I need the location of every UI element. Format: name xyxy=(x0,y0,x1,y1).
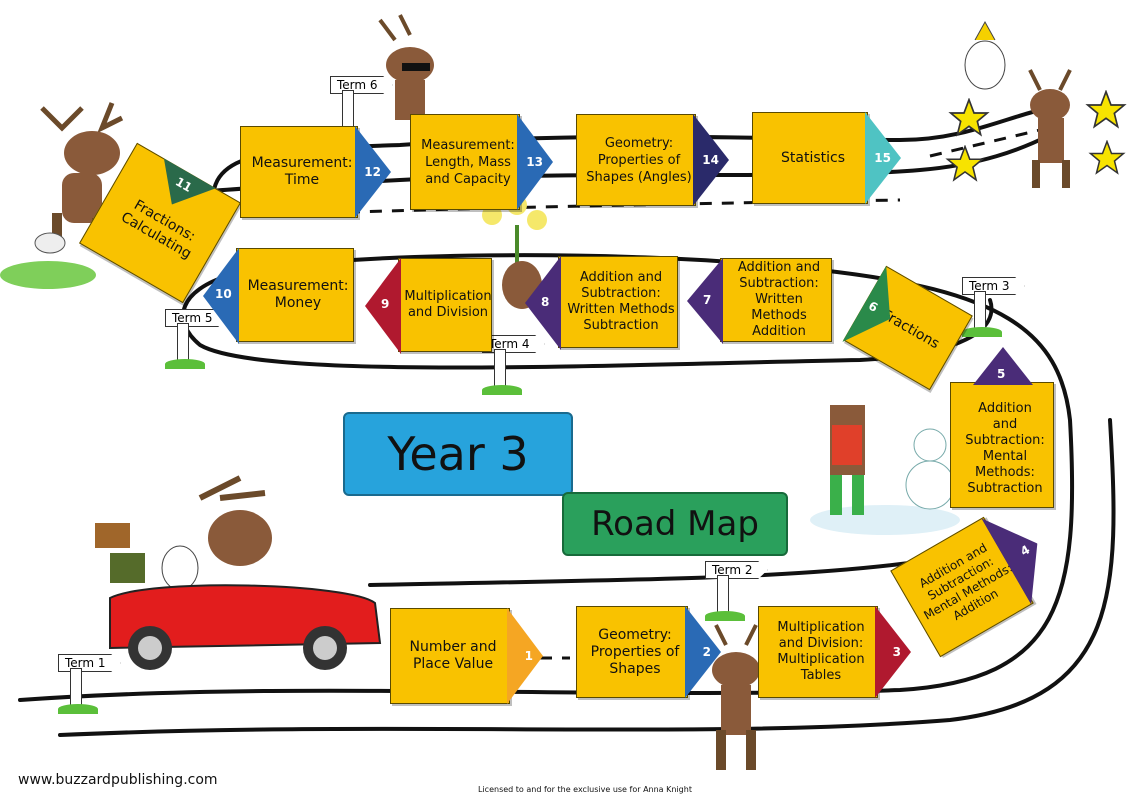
unit-12: Measurement:Time 12 xyxy=(240,126,391,218)
publisher-url: www.buzzardpublishing.com xyxy=(18,772,218,788)
term-sign-label: Term 4 xyxy=(482,335,545,353)
star-icon xyxy=(1085,90,1127,129)
unit-label: Shapes xyxy=(609,660,661,677)
term-sign-label: Term 5 xyxy=(165,309,228,327)
unit-label: Addition and xyxy=(737,260,821,275)
unit-number: 7 xyxy=(703,293,712,307)
license-notice: Licensed to and for the exclusive use fo… xyxy=(478,785,692,794)
unit-number: 2 xyxy=(702,645,711,659)
grass-patch xyxy=(0,261,96,289)
reindeer-icon xyxy=(1028,69,1072,188)
term-sign-label: Term 6 xyxy=(330,76,393,94)
unit-label: Shapes (Angles) xyxy=(586,169,692,185)
unit-label: Geometry: xyxy=(598,626,672,643)
unit-number: 15 xyxy=(874,151,891,165)
star-icon xyxy=(948,98,990,137)
unit-label: Subtraction: xyxy=(965,433,1045,448)
unit-label: Multiplication xyxy=(404,289,492,304)
unit-number: 14 xyxy=(702,153,719,167)
unit-label: Place Value xyxy=(412,656,494,672)
unit-number: 12 xyxy=(364,165,381,179)
unit-label: Statistics xyxy=(781,149,845,166)
year-title: Year 3 xyxy=(343,412,573,496)
unit-label: Methods: xyxy=(975,465,1035,480)
unit-label: Subtraction xyxy=(967,481,1043,496)
unit-label: Measurement: xyxy=(421,137,515,153)
unit-label: Measurement: xyxy=(247,278,349,294)
unit-number: 8 xyxy=(541,295,550,309)
unit-number: 3 xyxy=(892,645,901,659)
unit-label: Written Methods xyxy=(567,302,675,317)
unit-label: Multiplication xyxy=(777,652,865,667)
unit-label: and Division xyxy=(407,305,489,320)
snowman-icon xyxy=(810,405,960,535)
unit-10: Measurement:Money 10 xyxy=(203,248,354,344)
unit-label: Geometry: xyxy=(604,135,674,151)
unit-number: 1 xyxy=(524,649,533,663)
unit-number: 10 xyxy=(215,287,232,301)
unit-label: Time xyxy=(284,172,320,188)
unit-label: Written Methods xyxy=(751,292,807,323)
term-sign-label: Term 1 xyxy=(58,654,121,672)
unit-label: Subtraction xyxy=(583,318,659,333)
unit-label: Subtraction: xyxy=(739,276,819,291)
unit-label: Addition and xyxy=(579,270,663,285)
star-icon xyxy=(945,145,985,182)
unit-label: and xyxy=(992,417,1018,432)
unit-label: Subtraction: xyxy=(581,286,661,301)
car-icon xyxy=(95,475,382,670)
unit-number: 13 xyxy=(526,155,543,169)
unit-label: Properties of xyxy=(597,152,681,168)
unit-label: Money xyxy=(274,295,322,311)
sheep-icon xyxy=(34,232,66,254)
unit-label: Addition xyxy=(978,401,1032,416)
roadmap-title: Road Map xyxy=(562,492,788,556)
unit-label: and Division: xyxy=(778,636,864,651)
reindeer-icon xyxy=(378,14,434,120)
unit-number: 5 xyxy=(997,367,1006,381)
unit-label: Length, Mass xyxy=(425,154,511,170)
unit-15: Statistics 15 xyxy=(752,112,901,204)
reindeer-icon xyxy=(712,624,760,770)
term-sign-label: Term 3 xyxy=(962,277,1025,295)
cockatoo-icon xyxy=(964,20,1006,90)
unit-label: Tables xyxy=(800,668,842,683)
unit-label: Measurement: xyxy=(251,155,353,171)
unit-number: 9 xyxy=(381,297,390,311)
star-icon xyxy=(1088,140,1126,175)
unit-label: Properties of xyxy=(590,643,680,660)
term-sign-label: Term 2 xyxy=(705,561,768,579)
unit-label: Number and xyxy=(409,639,497,655)
unit-label: Multiplication xyxy=(777,620,865,635)
unit-label: and Capacity xyxy=(425,171,511,187)
unit-label: Mental xyxy=(982,449,1028,464)
unit-label: Addition xyxy=(752,324,806,339)
